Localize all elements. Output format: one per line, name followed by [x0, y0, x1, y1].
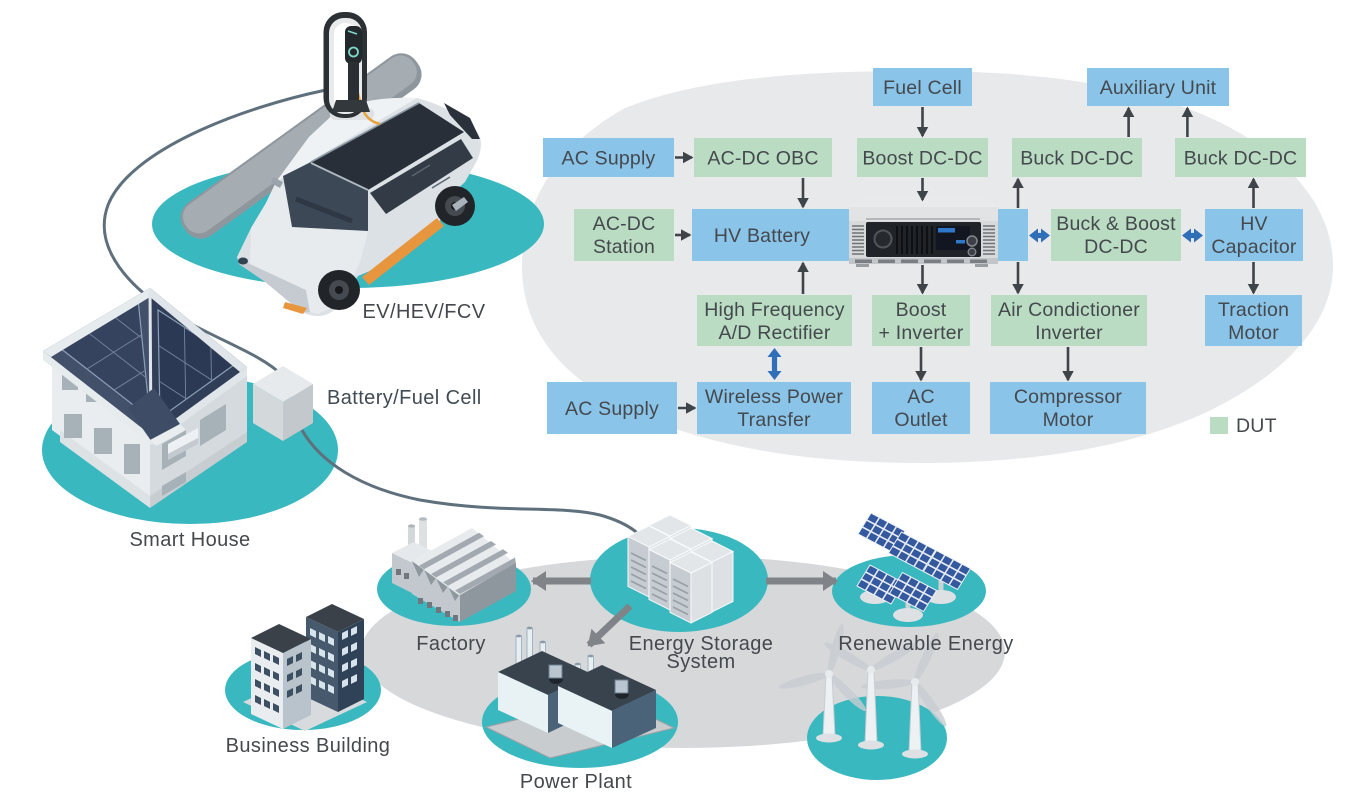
- svg-text:Smart House: Smart House: [129, 529, 250, 551]
- svg-text:AC-DC OBC: AC-DC OBC: [707, 148, 818, 170]
- svg-text:Wireless Power: Wireless Power: [705, 386, 844, 408]
- svg-text:AC: AC: [907, 386, 935, 408]
- svg-text:Inverter: Inverter: [1035, 322, 1103, 344]
- svg-text:DUT: DUT: [1236, 415, 1277, 437]
- svg-text:Boost DC-DC: Boost DC-DC: [862, 148, 982, 170]
- svg-text:Business Building: Business Building: [226, 735, 391, 757]
- svg-text:Buck & Boost: Buck & Boost: [1056, 213, 1176, 235]
- svg-text:Auxiliary Unit: Auxiliary Unit: [1100, 77, 1217, 99]
- svg-text:System: System: [666, 651, 735, 673]
- svg-text:Fuel Cell: Fuel Cell: [883, 77, 962, 99]
- svg-text:Motor: Motor: [1228, 322, 1279, 344]
- svg-text:Buck DC-DC: Buck DC-DC: [1184, 148, 1298, 170]
- svg-text:+ Inverter: + Inverter: [879, 322, 964, 344]
- svg-text:Boost: Boost: [896, 299, 947, 321]
- svg-text:AC Supply: AC Supply: [562, 148, 656, 170]
- svg-text:Air Condictioner: Air Condictioner: [998, 299, 1140, 321]
- svg-text:Power Plant: Power Plant: [520, 771, 632, 793]
- svg-text:HV: HV: [1240, 213, 1268, 235]
- svg-text:AC-DC: AC-DC: [593, 213, 656, 235]
- svg-text:Outlet: Outlet: [894, 409, 948, 431]
- svg-text:High Frequency: High Frequency: [704, 299, 845, 321]
- svg-text:Renewable Energy: Renewable Energy: [838, 633, 1013, 655]
- svg-text:Transfer: Transfer: [737, 409, 811, 431]
- svg-text:Compressor: Compressor: [1014, 386, 1122, 408]
- svg-text:Battery/Fuel Cell: Battery/Fuel Cell: [327, 387, 482, 409]
- svg-text:Buck DC-DC: Buck DC-DC: [1020, 148, 1134, 170]
- svg-text:EV/HEV/FCV: EV/HEV/FCV: [363, 301, 486, 323]
- svg-text:AC Supply: AC Supply: [565, 398, 659, 420]
- svg-text:A/D Rectifier: A/D Rectifier: [718, 322, 830, 344]
- svg-text:Motor: Motor: [1043, 409, 1094, 431]
- svg-text:DC-DC: DC-DC: [1084, 236, 1148, 258]
- svg-text:HV Battery: HV Battery: [714, 225, 810, 247]
- svg-text:Energy Storage: Energy Storage: [629, 633, 774, 655]
- svg-text:Station: Station: [593, 236, 655, 258]
- svg-text:Capacitor: Capacitor: [1211, 236, 1297, 258]
- svg-text:Factory: Factory: [416, 633, 485, 655]
- svg-text:Traction: Traction: [1218, 299, 1289, 321]
